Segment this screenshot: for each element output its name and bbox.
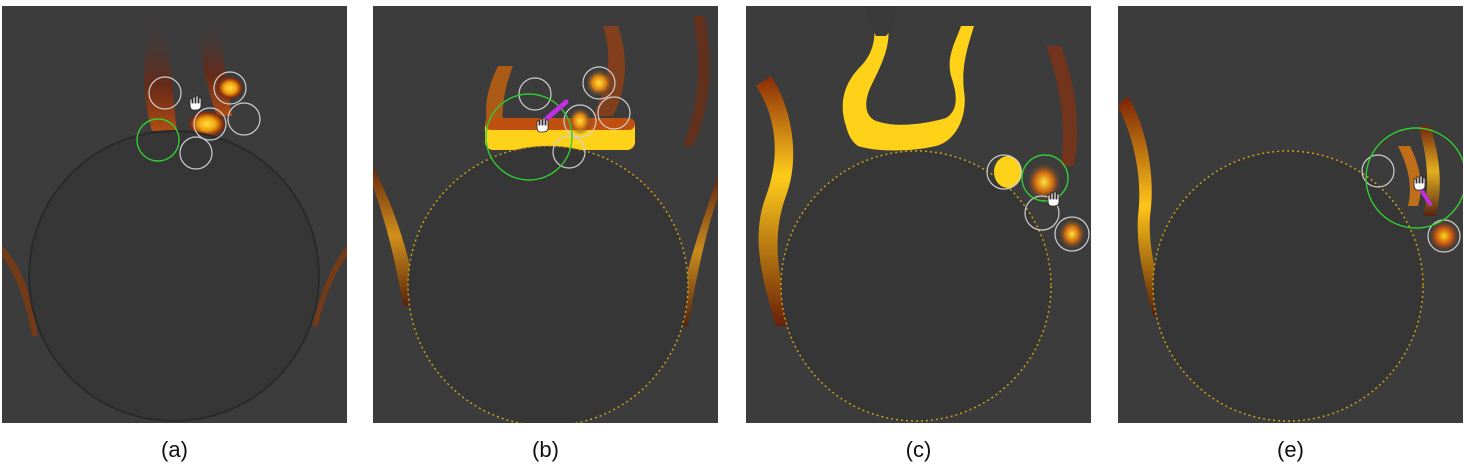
panel-e-fire-blob xyxy=(1428,220,1460,252)
panel-a-tool-circle[interactable] xyxy=(227,102,261,136)
panel-b-tool-circle[interactable] xyxy=(563,104,597,138)
panel-c-arch-flame xyxy=(842,26,974,151)
panel-b-tool-circle[interactable] xyxy=(582,66,616,100)
panel-c-side-flame-right xyxy=(1046,46,1078,166)
hand-cursor-icon xyxy=(1413,175,1426,191)
panel-c-fire-blob xyxy=(994,156,1022,188)
panel-c-sphere-obstacle xyxy=(780,150,1052,422)
panel-a-canvas xyxy=(2,6,347,423)
panel-e-plume-right xyxy=(1418,126,1440,216)
panel-a-simulation-view xyxy=(2,6,347,423)
panel-e-side-flame-left xyxy=(1118,96,1166,316)
panel-a-sphere-obstacle xyxy=(28,130,320,422)
panel-e-selected-circle[interactable] xyxy=(1365,127,1463,229)
panel-b-fire-blob xyxy=(568,107,592,135)
panel-e-tool-circle[interactable] xyxy=(1361,154,1395,188)
caption-b: (b) xyxy=(532,437,559,462)
hand-cursor-icon xyxy=(189,95,202,111)
panel-e-plume-right-inner xyxy=(1398,146,1421,206)
panel-a-side-glow-left xyxy=(2,246,38,336)
panel-a-selected-circle[interactable] xyxy=(136,118,180,162)
panel-c-side-flame-left xyxy=(756,76,794,326)
panel-a-fire-blob xyxy=(216,76,244,100)
panel-a-tool-circle[interactable] xyxy=(148,76,182,110)
panel-a-side-glow-right xyxy=(312,246,347,326)
panel-c-tool-circle[interactable] xyxy=(986,154,1022,190)
panel-b-simulation-view xyxy=(373,6,718,423)
panel-b-tool-circle[interactable] xyxy=(597,96,631,130)
panel-b-side-flame-left xyxy=(373,166,418,306)
panel-c-fire-blob xyxy=(1058,218,1086,250)
panel-a-tool-circle[interactable] xyxy=(213,71,247,105)
panel-a-fire-core xyxy=(187,110,227,138)
panel-b-drag-vector xyxy=(542,99,569,123)
caption-a: (a) xyxy=(161,437,188,462)
panel-c-canvas xyxy=(746,6,1091,423)
panel-a-tool-circle[interactable] xyxy=(179,136,213,170)
panel-b-fire-band-dark xyxy=(485,118,635,130)
hand-cursor-icon xyxy=(1047,191,1060,207)
panel-b-sphere-obstacle xyxy=(407,145,689,423)
panel-e-canvas xyxy=(1118,6,1463,423)
panel-e-simulation-view xyxy=(1118,6,1463,423)
panel-b-tool-circle[interactable] xyxy=(552,135,586,169)
caption-c: (c) xyxy=(905,437,932,462)
panel-c-tool-circle[interactable] xyxy=(1054,216,1090,252)
panel-b-selected-circle[interactable] xyxy=(485,93,573,181)
panel-e-sphere-obstacle xyxy=(1152,150,1424,422)
panel-b-plume-far-right xyxy=(683,16,710,146)
panel-b-canvas xyxy=(373,6,718,423)
panel-c-fire-blob xyxy=(1026,162,1062,202)
panel-c-selected-circle[interactable] xyxy=(1021,154,1069,202)
panel-e-drag-vector xyxy=(1418,186,1432,206)
panel-b-fire-blob xyxy=(585,69,613,97)
panel-c-tool-circle[interactable] xyxy=(1024,195,1060,231)
hand-cursor-icon xyxy=(536,117,549,133)
panel-b-tool-circle[interactable] xyxy=(518,77,552,111)
caption-e: (e) xyxy=(1277,437,1304,462)
panel-c-plume-top xyxy=(864,6,896,36)
panel-c-simulation-view xyxy=(746,6,1091,423)
panel-a-tool-circle[interactable] xyxy=(193,107,227,141)
